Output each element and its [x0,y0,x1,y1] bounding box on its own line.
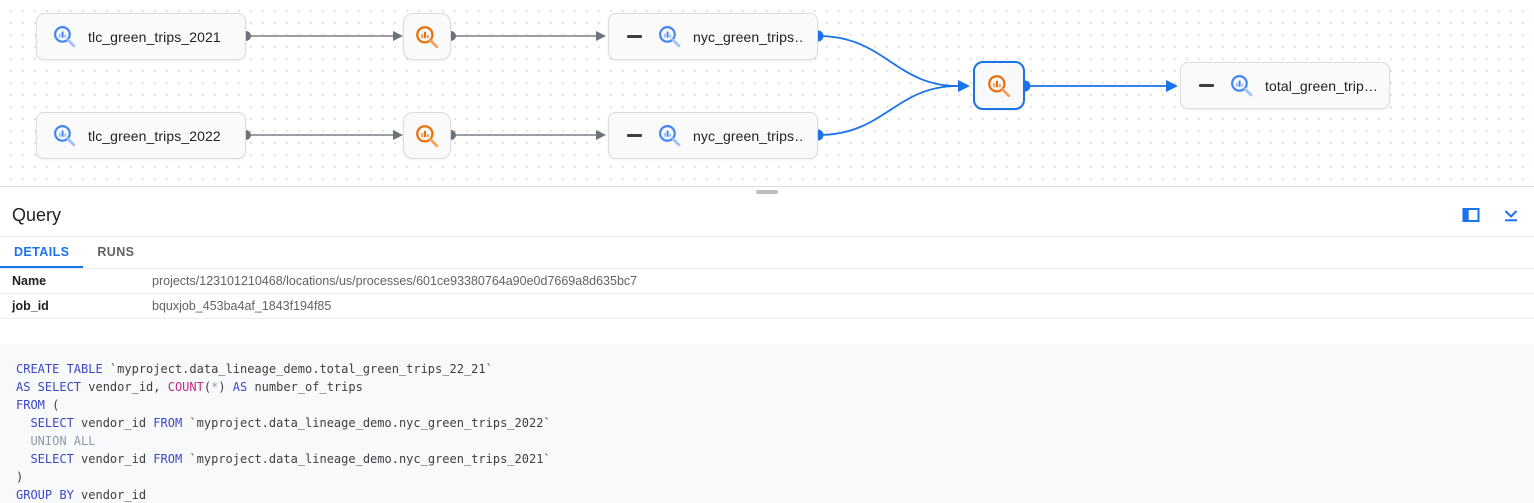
bigquery-process-icon [988,74,1011,97]
field-label: Name [12,274,47,288]
node-tlc-green-trips-2022[interactable]: tlc_green_trips_2022 [36,112,246,159]
node-label: tlc_green_trips_2022 [88,127,221,144]
tab-details-label: DETAILS [14,244,70,259]
node-label: nyc_green_trips… [693,127,805,144]
panel-title: Query [12,204,62,225]
node-nyc-green-trips-2[interactable]: nyc_green_trips… [608,112,818,159]
field-row-job-id: job_id bquxjob_453ba4af_1843f194f85 [0,294,1534,319]
node-nyc-green-trips-1[interactable]: nyc_green_trips… [608,13,818,60]
bigquery-process-icon [416,124,439,147]
collapse-columns-icon[interactable] [1199,84,1214,87]
split-view-icon[interactable] [1462,206,1480,224]
node-label: nyc_green_trips… [693,28,805,45]
bigquery-table-icon [659,26,681,48]
field-row-name: Name projects/123101210468/locations/us/… [0,269,1534,294]
bigquery-table-icon [54,26,76,48]
bigquery-process-icon [416,25,439,48]
bigquery-table-icon [54,125,76,147]
field-value: projects/123101210468/locations/us/proce… [152,274,638,288]
process-node-2[interactable] [403,112,451,159]
node-label: total_green_trip… [1265,77,1377,94]
panel-tabs: DETAILS RUNS [0,237,1534,269]
tab-runs-label: RUNS [97,244,135,259]
node-tlc-green-trips-2021[interactable]: tlc_green_trips_2021 [36,13,246,60]
bigquery-table-icon [659,125,681,147]
node-label: tlc_green_trips_2021 [88,28,221,45]
sql-code: CREATE TABLE `myproject.data_lineage_dem… [0,344,1534,503]
node-total-green-trips[interactable]: total_green_trip… [1180,62,1390,109]
query-details-panel: Query DETAILS RUNS Name projects/1231012… [0,190,1534,503]
bigquery-table-icon [1231,75,1253,97]
tab-runs[interactable]: RUNS [83,237,148,268]
collapse-columns-icon[interactable] [627,35,642,38]
collapse-columns-icon[interactable] [627,134,642,137]
field-value: bquxjob_453ba4af_1843f194f85 [152,299,332,313]
panel-header: Query [0,194,1534,237]
panel-resize-handle[interactable] [756,190,778,194]
collapse-panel-icon[interactable] [1502,206,1520,224]
lineage-graph[interactable]: tlc_green_trips_2021 tlc_green_trips_202… [0,0,1534,187]
tab-details[interactable]: DETAILS [0,237,84,268]
field-label: job_id [12,299,49,313]
process-node-selected[interactable] [973,61,1025,110]
process-node-1[interactable] [403,13,451,60]
